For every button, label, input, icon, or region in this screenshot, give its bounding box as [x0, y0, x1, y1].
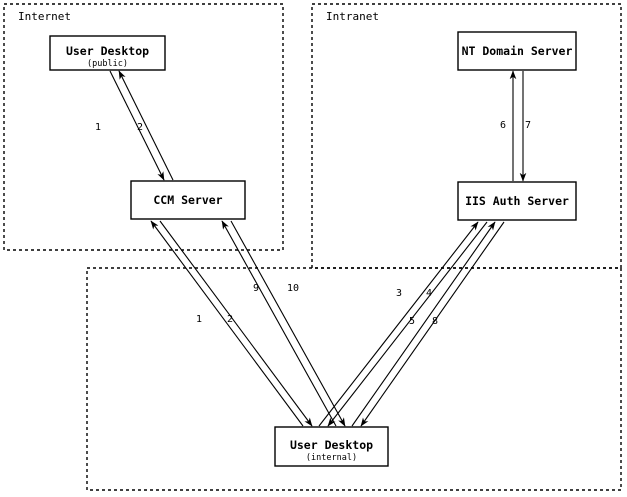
flow-group-iis-nt — [509, 70, 527, 182]
node-user-desktop-public[interactable]: User Desktop (public) — [49, 35, 166, 71]
flow-group-internal-iis-a — [318, 221, 488, 427]
zone-label-internet: Internet — [18, 10, 71, 23]
node-box-user-desktop-internal — [274, 426, 389, 467]
node-ccm-server[interactable]: CCM Server — [130, 180, 246, 220]
node-title-user-desktop-internal: User Desktop — [290, 438, 373, 452]
node-box-user-desktop-public — [49, 35, 166, 71]
flow-line-5 — [351, 221, 496, 427]
flow-label-10: 10 — [287, 283, 299, 294]
flow-line-3 — [318, 221, 479, 427]
zone-internet-boundary — [3, 3, 284, 251]
node-subtitle-user-desktop-internal: (internal) — [306, 453, 357, 463]
flow-group-internal-ccm-b — [221, 220, 346, 427]
node-subtitle-user-desktop-public: (public) — [87, 59, 128, 69]
flow-label-3: 3 — [396, 288, 402, 299]
flow-label-1-internal: 1 — [196, 314, 202, 325]
flow-line-8 — [360, 221, 505, 427]
zone-internal-boundary — [86, 267, 622, 491]
flow-label-9: 9 — [253, 283, 259, 294]
flow-label-5: 5 — [409, 316, 415, 327]
flow-line-1-internal — [150, 220, 304, 427]
flow-label-4: 4 — [426, 288, 432, 299]
flow-label-7: 7 — [525, 120, 531, 131]
flow-line-4 — [327, 221, 488, 427]
flow-group-internal-ccm-a — [150, 220, 313, 427]
flow-group-internal-iis-b — [351, 221, 505, 427]
flow-label-2-public: 2 — [137, 122, 143, 133]
node-title-nt-domain-server: NT Domain Server — [462, 44, 573, 58]
flow-label-6: 6 — [500, 120, 506, 131]
flow-group-public-ccm — [109, 70, 174, 181]
node-title-iis-auth-server: IIS Auth Server — [465, 194, 569, 208]
flow-label-2-internal: 2 — [227, 314, 233, 325]
flow-line-2-internal — [159, 220, 313, 427]
node-user-desktop-internal[interactable]: User Desktop (internal) — [274, 426, 389, 467]
node-box-ccm-server — [130, 180, 246, 220]
flow-label-8: 8 — [432, 316, 438, 327]
node-box-iis-auth-server — [457, 181, 577, 221]
zone-label-intranet: Intranet — [326, 10, 379, 23]
flow-line-1-public — [109, 70, 165, 181]
flow-line-10 — [230, 220, 346, 427]
flow-line-2-public — [118, 70, 174, 181]
node-box-nt-domain-server — [457, 31, 577, 71]
node-iis-auth-server[interactable]: IIS Auth Server — [457, 181, 577, 221]
node-nt-domain-server[interactable]: NT Domain Server — [457, 31, 577, 71]
flow-line-9 — [221, 220, 337, 427]
node-title-ccm-server: CCM Server — [153, 193, 222, 207]
flow-label-1-public: 1 — [95, 122, 101, 133]
node-title-user-desktop-public: User Desktop — [66, 44, 149, 58]
